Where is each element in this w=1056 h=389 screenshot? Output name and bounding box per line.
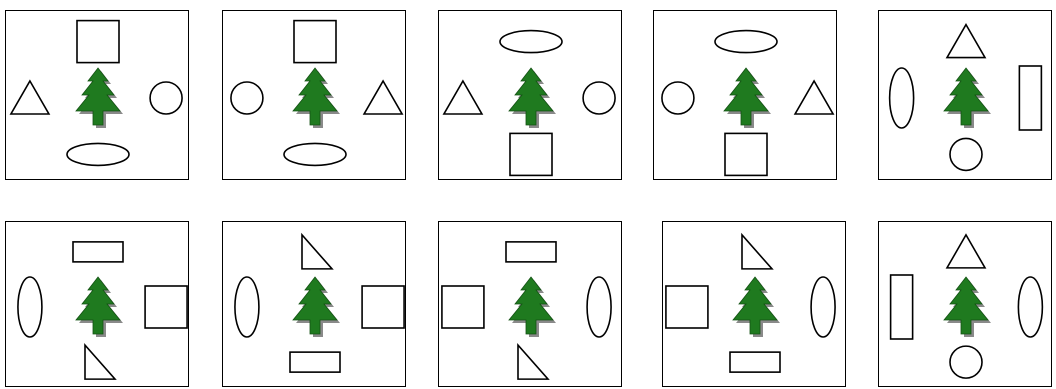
horizontal-rectangle-icon — [73, 242, 123, 262]
diagram-panel — [222, 10, 406, 180]
circle-icon — [150, 82, 182, 114]
circle-icon — [950, 346, 982, 378]
square-icon — [725, 133, 767, 175]
right-triangle-icon — [518, 345, 548, 379]
horizontal-ellipse-icon — [284, 143, 346, 165]
panel-figure — [663, 222, 846, 387]
circle-icon — [950, 138, 982, 170]
tree-icon — [509, 68, 556, 128]
horizontal-ellipse-icon — [500, 31, 562, 53]
panel-figure — [6, 11, 189, 180]
diagram-panel — [438, 10, 622, 180]
panel-figure — [223, 222, 406, 387]
horizontal-rectangle-icon — [506, 242, 556, 262]
tree-icon — [76, 68, 123, 128]
triangle-icon — [947, 235, 985, 268]
diagram-panel — [5, 10, 189, 180]
vertical-ellipse-icon — [587, 277, 611, 337]
right-triangle-icon — [85, 345, 115, 379]
panel-figure — [439, 222, 622, 387]
vertical-rectangle-icon — [1019, 66, 1041, 130]
vertical-ellipse-icon — [18, 277, 42, 337]
square-icon — [666, 286, 708, 328]
diagram-panel — [222, 221, 406, 387]
square-icon — [294, 21, 336, 63]
circle-icon — [662, 82, 694, 114]
triangle-icon — [795, 81, 833, 114]
vertical-ellipse-icon — [1018, 277, 1042, 337]
tree-icon — [944, 68, 991, 128]
horizontal-rectangle-icon — [290, 352, 340, 372]
triangle-icon — [947, 25, 985, 58]
horizontal-ellipse-icon — [715, 31, 777, 53]
diagram-panel — [438, 221, 622, 387]
triangle-icon — [444, 81, 482, 114]
tree-icon — [293, 68, 340, 128]
panel-figure — [879, 11, 1052, 180]
tree-icon — [724, 68, 771, 128]
tree-icon — [76, 277, 123, 337]
right-triangle-icon — [302, 235, 332, 269]
right-triangle-icon — [742, 235, 772, 269]
panel-figure — [439, 11, 622, 180]
diagram-panel — [5, 221, 189, 387]
square-icon — [442, 286, 484, 328]
square-icon — [510, 133, 552, 175]
panel-figure — [654, 11, 837, 180]
horizontal-rectangle-icon — [730, 352, 780, 372]
square-icon — [145, 286, 187, 328]
vertical-ellipse-icon — [235, 277, 259, 337]
panel-figure — [223, 11, 406, 180]
diagram-panel — [653, 10, 837, 180]
triangle-icon — [364, 81, 402, 114]
panel-figure — [6, 222, 189, 387]
tree-icon — [733, 277, 780, 337]
horizontal-ellipse-icon — [67, 143, 129, 165]
vertical-ellipse-icon — [811, 277, 835, 337]
vertical-ellipse-icon — [890, 68, 914, 128]
diagram-panel — [878, 221, 1052, 387]
diagram-panel — [662, 221, 846, 387]
diagram-panel — [878, 10, 1052, 180]
tree-icon — [509, 277, 556, 337]
circle-icon — [231, 82, 263, 114]
tree-icon — [944, 277, 991, 337]
triangle-icon — [11, 81, 49, 114]
square-icon — [362, 286, 404, 328]
square-icon — [77, 21, 119, 63]
panel-figure — [879, 222, 1052, 387]
circle-icon — [583, 82, 615, 114]
tree-icon — [293, 277, 340, 337]
vertical-rectangle-icon — [891, 275, 913, 339]
